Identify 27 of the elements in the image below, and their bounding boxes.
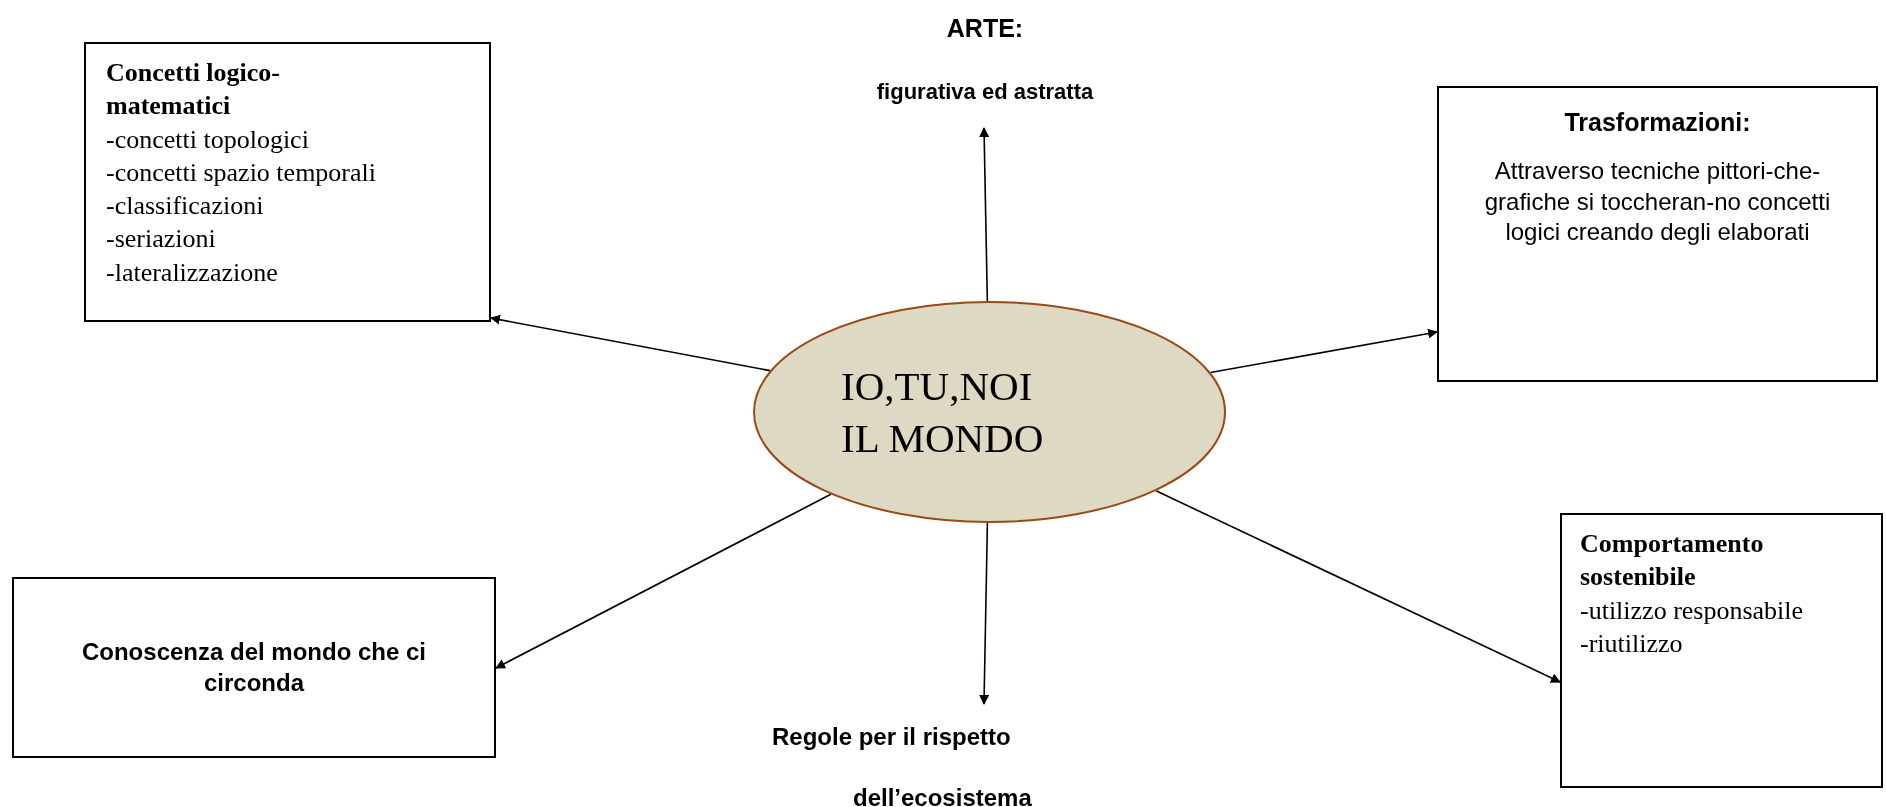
arrow [979,127,990,302]
list-item: -riutilizzo [1580,627,1683,660]
list-item: -classificazioni [106,190,264,223]
list-item: -concetti spazio temporali [106,156,376,189]
topic-heading: ARTE: [946,13,1024,44]
list-item: -concetti topologici [106,123,309,156]
text-box [1560,513,1883,788]
list-item: -seriazioni [106,223,216,256]
list-item: -lateralizzazione [106,256,278,289]
list-item: -utilizzo responsabile [1580,594,1804,627]
arrow [1209,328,1438,374]
node-body: Attraverso tecniche pittori-che-grafiche si toccheran-no concetti logici creando degli elaborati [1483,156,1832,248]
arrow [979,522,990,705]
arrow [1155,490,1561,683]
node-title: IO,TU,NOI IL MONDO [841,361,1045,463]
topic-heading: Regole per il rispetto [772,722,1011,752]
topic-subheading: figurativa ed astratta [876,78,1094,106]
node-heading: Comportamento sostenibile [1580,528,1765,594]
arrow [490,314,771,372]
text-box [12,577,496,758]
arrow [495,493,832,669]
node-heading: Trasformazioni: [1564,107,1751,138]
text-box [84,42,491,322]
node-heading: Concetti logico-matematici [106,57,281,123]
node-label: Conoscenza del mondo che ci circonda [80,636,428,698]
topic-subheading: dell’ecosistema [853,782,1032,807]
text-box [1437,86,1878,382]
